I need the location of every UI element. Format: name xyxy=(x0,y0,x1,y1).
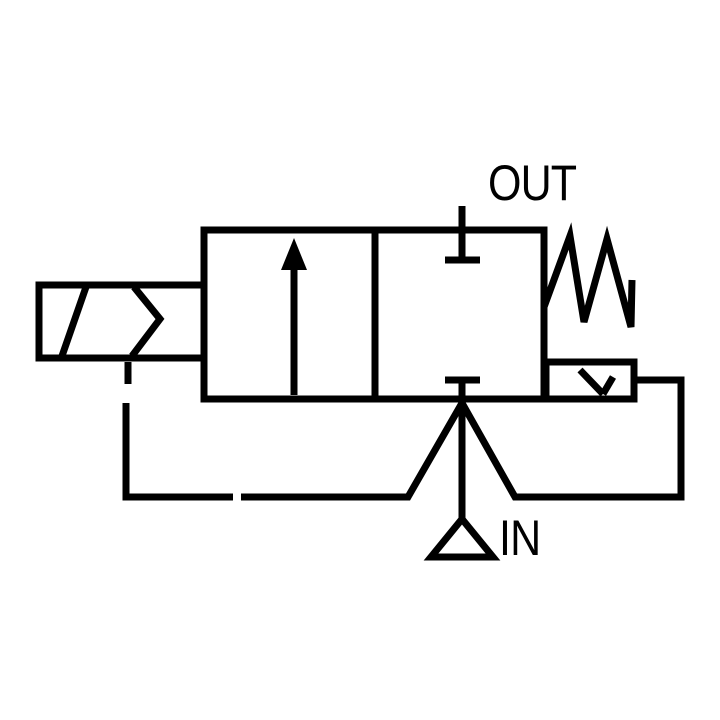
solenoid-body xyxy=(35,281,203,362)
pilot-line-right xyxy=(458,376,685,501)
pilot-line-left xyxy=(122,403,233,501)
inlet-pressure-triangle xyxy=(423,513,501,561)
solenoid-coil-diagonal xyxy=(58,285,90,358)
solenoid-chevron xyxy=(129,284,165,359)
pilot-box-tick xyxy=(599,375,617,396)
flow-arrow-head xyxy=(281,238,307,270)
pilot-box-diagonal xyxy=(577,367,606,397)
solenoid-actuator xyxy=(35,281,203,384)
out-port-label: OUT xyxy=(488,155,577,211)
pilot-line-left-segment xyxy=(241,401,466,501)
valve-body xyxy=(200,206,548,520)
in-port-label: IN xyxy=(499,510,541,566)
pilot-lines xyxy=(122,376,685,501)
return-spring xyxy=(540,222,636,328)
pilot-box xyxy=(542,358,638,403)
pilot-box-frame xyxy=(542,358,638,403)
